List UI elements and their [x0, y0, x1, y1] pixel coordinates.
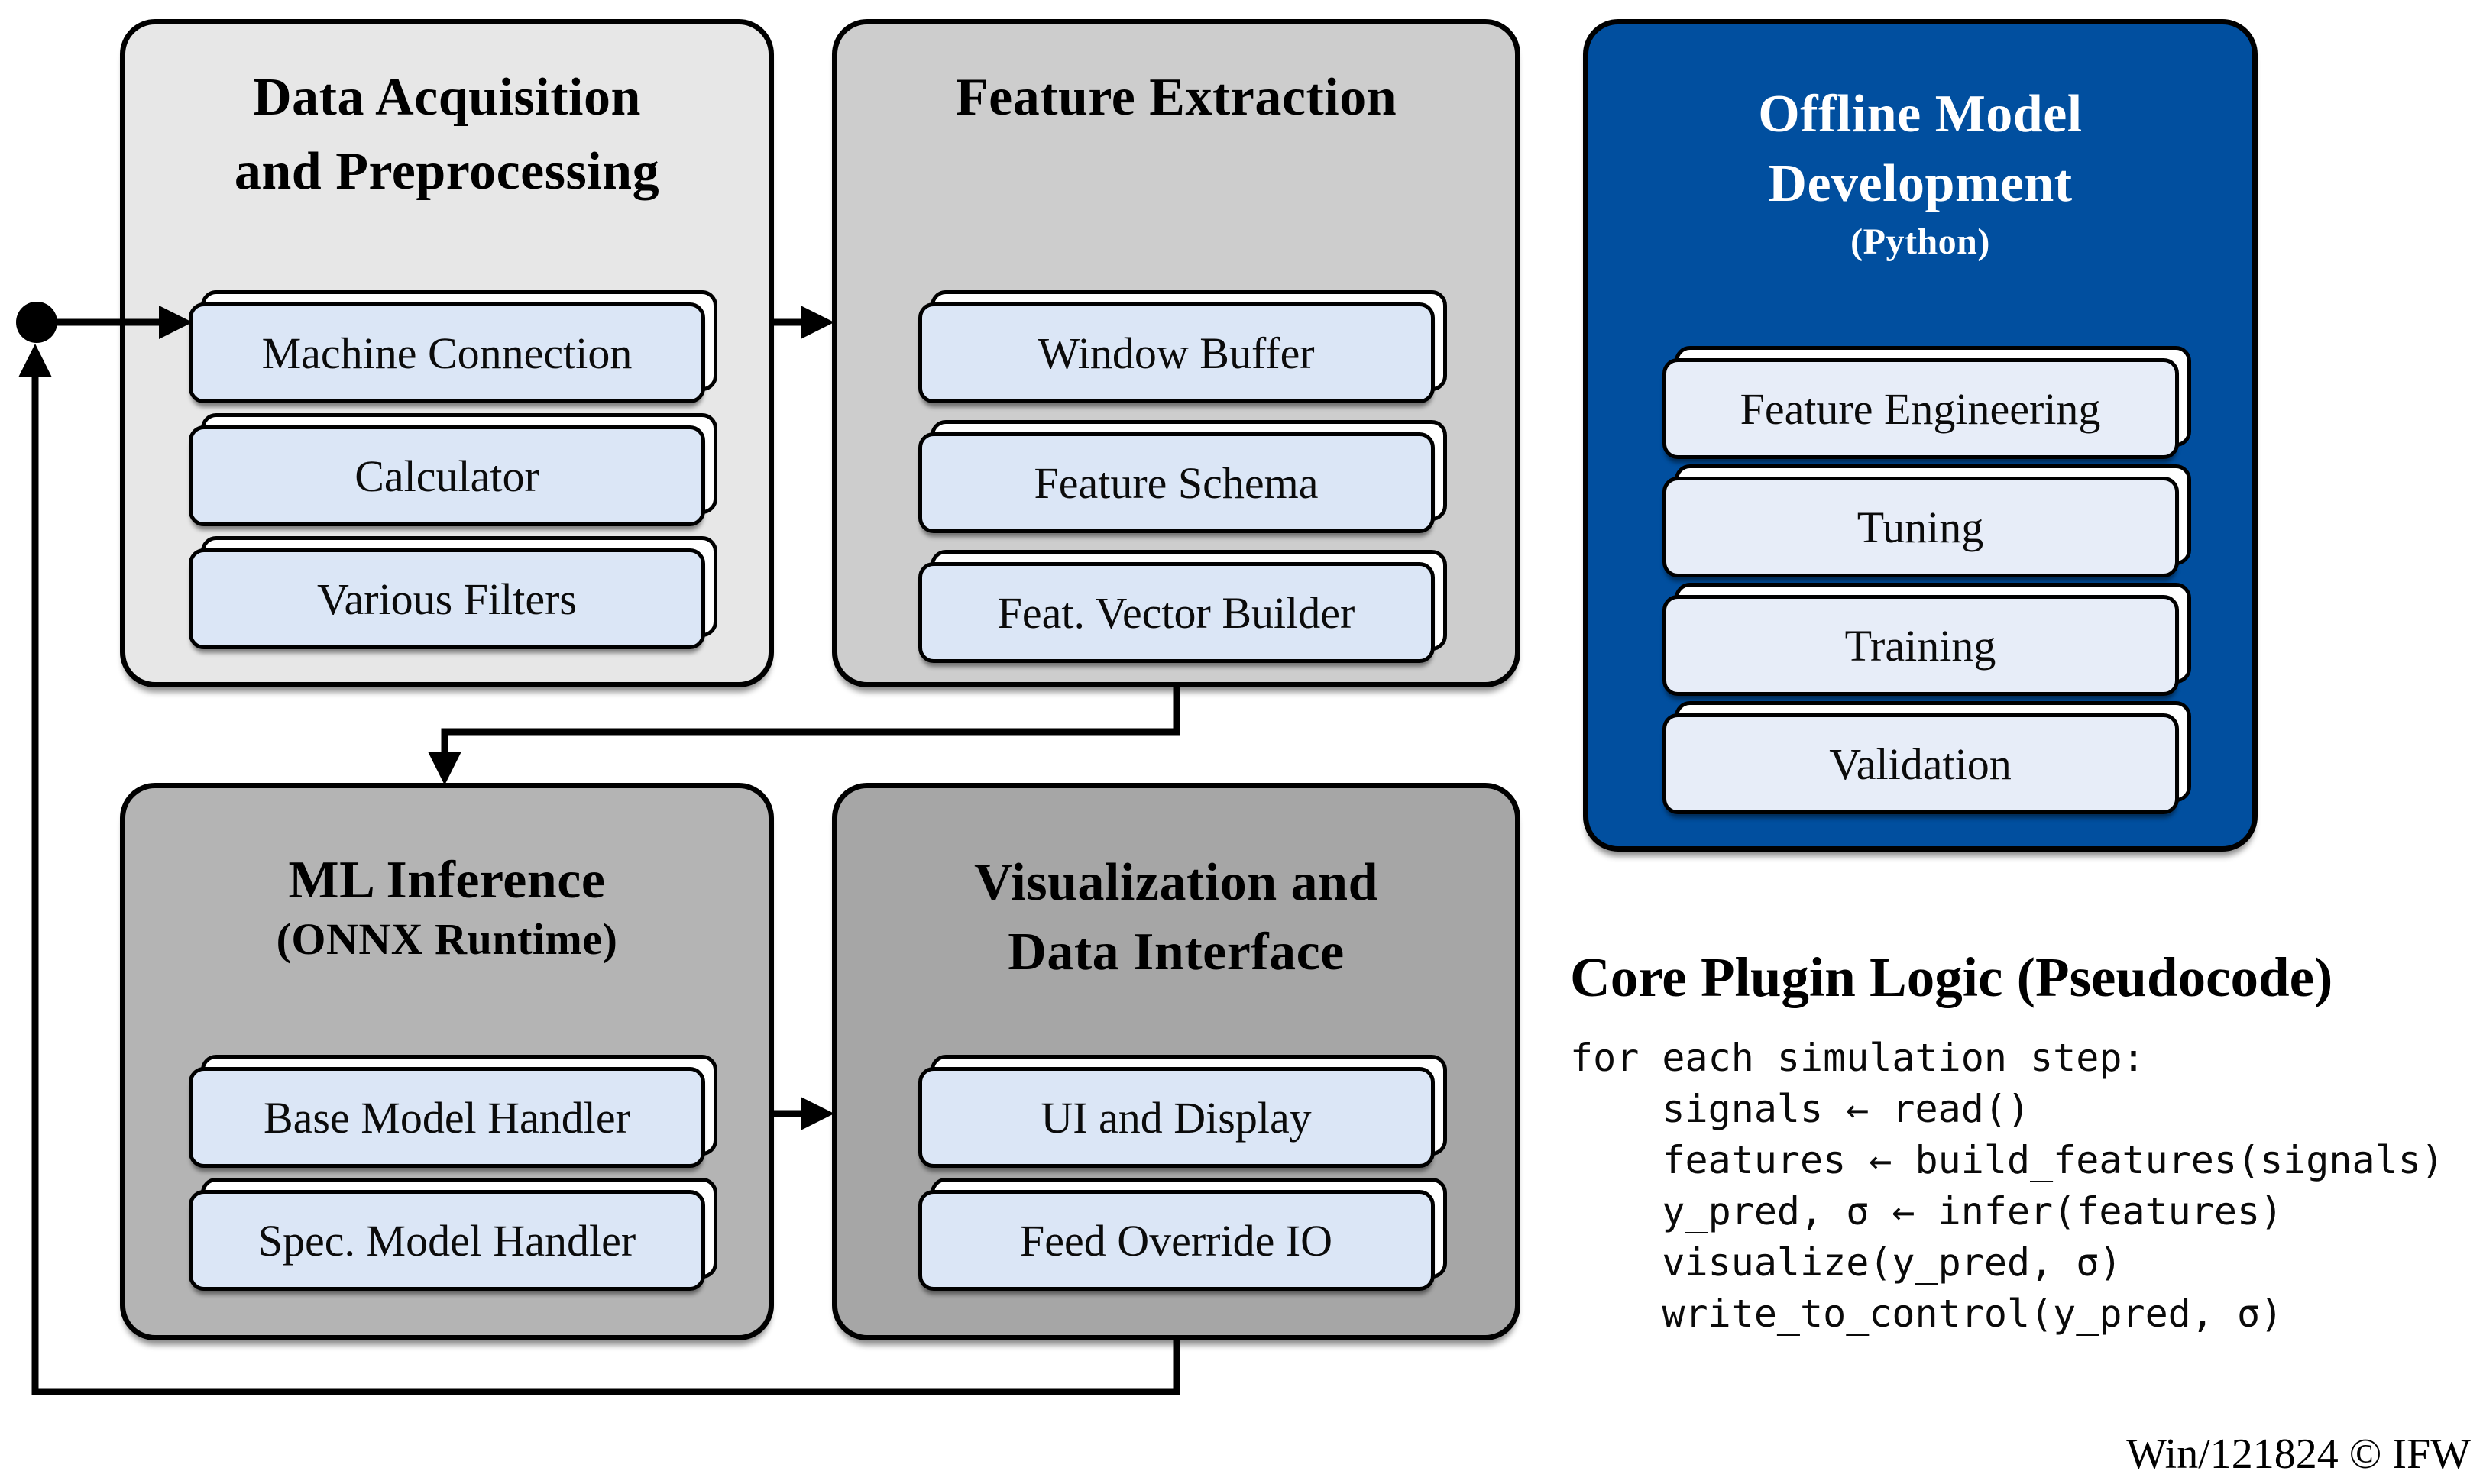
component-card-tuning: Tuning [1662, 464, 2191, 577]
card-label: Feature Schema [918, 432, 1435, 533]
title-subtitle: (Python) [1850, 221, 1990, 262]
title-subtitle: (ONNX Runtime) [276, 914, 618, 965]
pseudocode-line: for each simulation step: [1570, 1036, 2145, 1080]
component-list: UI and Display Feed Override IO [837, 1055, 1515, 1291]
title-line: Development [1768, 154, 2073, 213]
component-card-base-model-handler: Base Model Handler [189, 1055, 717, 1168]
card-label: Feat. Vector Builder [918, 562, 1435, 663]
arrowhead-right-icon [801, 1097, 834, 1130]
component-list: Window Buffer Feature Schema Feat. Vecto… [837, 290, 1515, 663]
pseudocode-heading: Core Plugin Logic (Pseudocode) [1570, 946, 2333, 1008]
pseudocode-line: write_to_control(y_pred, σ) [1570, 1292, 2284, 1336]
box-ml-inference: ML Inference (ONNX Runtime) Base Model H… [120, 783, 774, 1340]
box-title-ml-inference: ML Inference (ONNX Runtime) [125, 788, 769, 967]
card-label: Feed Override IO [918, 1190, 1435, 1291]
component-card-validation: Validation [1662, 701, 2191, 814]
title-line: Data Acquisition [253, 68, 641, 127]
component-card-various-filters: Various Filters [189, 536, 717, 649]
title-line: Data Interface [1008, 923, 1345, 981]
component-card-feature-engineering: Feature Engineering [1662, 346, 2191, 459]
box-offline-model-development: Offline Model Development (Python) Featu… [1583, 19, 2258, 852]
component-list: Feature Engineering Tuning Training Vali… [1588, 346, 2252, 814]
component-list: Base Model Handler Spec. Model Handler [125, 1055, 769, 1291]
component-card-training: Training [1662, 583, 2191, 696]
component-list: Machine Connection Calculator Various Fi… [125, 290, 769, 649]
pseudocode-line: features ← build_features(signals) [1570, 1138, 2444, 1182]
card-label: Feature Engineering [1662, 358, 2179, 459]
component-card-feature-schema: Feature Schema [918, 420, 1447, 533]
component-card-ui-and-display: UI and Display [918, 1055, 1447, 1168]
flow-line-fe-to-ml [441, 685, 1180, 752]
card-label: Window Buffer [918, 302, 1435, 403]
arrowhead-up-icon [18, 344, 52, 377]
card-label: Machine Connection [189, 302, 705, 403]
card-label: Tuning [1662, 477, 2179, 577]
component-card-calculator: Calculator [189, 413, 717, 526]
component-card-feat-vector-builder: Feat. Vector Builder [918, 550, 1447, 663]
title-line: and Preprocessing [234, 141, 660, 201]
start-node [16, 302, 57, 343]
arrowhead-down-icon [428, 752, 461, 785]
pseudocode-line: signals ← read() [1570, 1087, 2031, 1131]
box-title-data-acquisition: Data Acquisition and Preprocessing [125, 24, 769, 209]
attribution-text: Win/121824 © IFW [2126, 1431, 2471, 1478]
card-label: Calculator [189, 425, 705, 526]
component-card-feed-override-io: Feed Override IO [918, 1178, 1447, 1291]
card-label: Base Model Handler [189, 1067, 705, 1168]
arrowhead-right-icon [801, 306, 834, 339]
card-label: Various Filters [189, 548, 705, 649]
title-line: Visualization and [973, 853, 1379, 912]
title-line: Offline Model [1758, 85, 2083, 144]
pseudocode-block: for each simulation step: signals ← read… [1570, 1033, 2444, 1340]
card-label: Spec. Model Handler [189, 1190, 705, 1291]
card-label: Training [1662, 595, 2179, 696]
box-data-acquisition: Data Acquisition and Preprocessing Machi… [120, 19, 774, 687]
card-label: Validation [1662, 713, 2179, 814]
card-label: UI and Display [918, 1067, 1435, 1168]
title-line: Feature Extraction [955, 68, 1397, 127]
component-card-window-buffer: Window Buffer [918, 290, 1447, 403]
component-card-machine-connection: Machine Connection [189, 290, 717, 403]
box-title-offline-model-development: Offline Model Development (Python) [1588, 24, 2252, 266]
box-title-feature-extraction: Feature Extraction [837, 24, 1515, 135]
title-line: ML Inference [288, 851, 606, 910]
box-feature-extraction: Feature Extraction Window Buffer Feature… [832, 19, 1520, 687]
pseudocode-line: y_pred, σ ← infer(features) [1570, 1189, 2284, 1233]
box-title-visualization-data-interface: Visualization and Data Interface [837, 788, 1515, 987]
component-card-spec-model-handler: Spec. Model Handler [189, 1178, 717, 1291]
pseudocode-line: visualize(y_pred, σ) [1570, 1240, 2122, 1285]
box-visualization-data-interface: Visualization and Data Interface UI and … [832, 783, 1520, 1340]
